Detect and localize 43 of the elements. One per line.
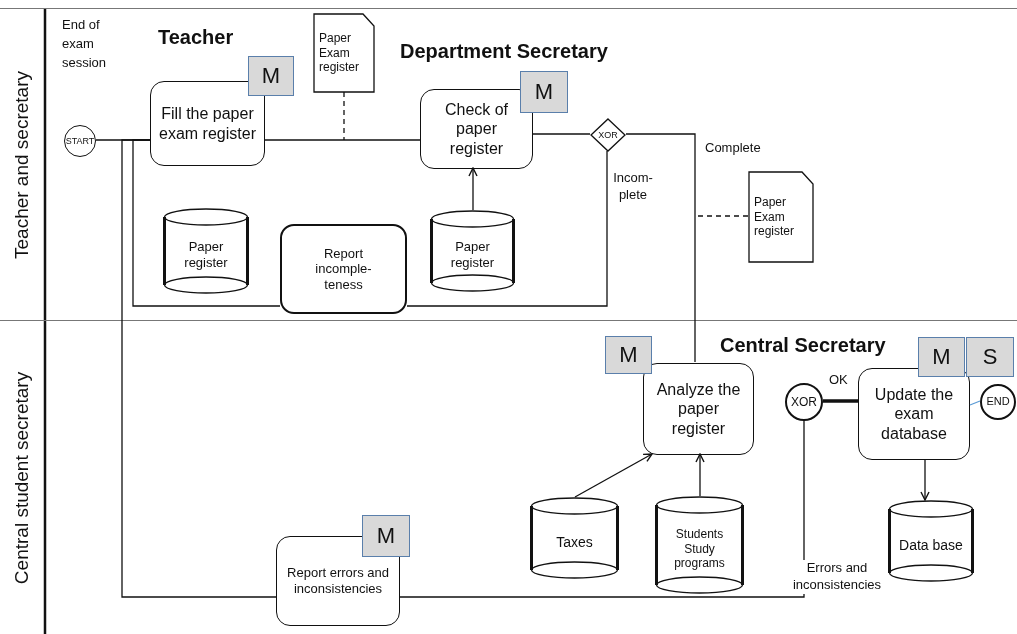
flow-line <box>823 399 858 403</box>
flow-line <box>969 400 981 406</box>
event-circle: END <box>980 384 1016 420</box>
arrow <box>574 453 653 498</box>
role-badge: M <box>362 515 410 557</box>
task-box: Update the exam database <box>858 368 970 460</box>
flow-line <box>625 133 696 363</box>
role-badge: M <box>248 56 294 96</box>
arrow <box>695 453 705 497</box>
event-circle: XOR <box>785 383 823 421</box>
edge-label: Incom- plete <box>611 170 655 204</box>
database-cylinder: Paper register <box>163 209 249 293</box>
role-badge: M <box>520 71 568 113</box>
role-badge: M <box>918 337 965 377</box>
task-box: Report incomple- teness <box>280 224 407 314</box>
task-box: Analyze the paper register <box>643 363 754 455</box>
database-cylinder: Students Study programs <box>655 497 744 593</box>
role-heading: Teacher <box>158 26 234 49</box>
lane-title: Teacher and secretary <box>11 71 33 259</box>
arrow <box>920 458 930 501</box>
flow-line <box>121 139 277 598</box>
document-shape: Paper Exam register <box>313 13 375 93</box>
edge-label: Complete <box>705 140 761 157</box>
document-shape: Paper Exam register <box>748 171 814 263</box>
lane-title: Central student secretary <box>11 371 33 585</box>
task-box: Check of paper register <box>420 89 533 169</box>
role-heading: Department Secretary <box>400 40 608 63</box>
database-cylinder: Data base <box>888 501 974 581</box>
role-badge: M <box>605 336 652 374</box>
flow-line <box>264 139 421 141</box>
gateway-diamond: XOR <box>590 118 626 152</box>
flow-line <box>406 150 608 307</box>
role-heading: Central Secretary <box>720 334 886 357</box>
database-cylinder: Paper register <box>430 211 515 291</box>
event-caption: End of exam session <box>62 16 108 72</box>
flow-line <box>399 419 805 598</box>
event-circle: START <box>64 125 96 157</box>
flow-line <box>532 133 591 135</box>
flow-line <box>132 139 281 307</box>
association-line <box>343 91 345 141</box>
database-cylinder: Taxes <box>530 498 619 578</box>
arrow <box>468 167 478 211</box>
role-badge: S <box>966 337 1014 377</box>
